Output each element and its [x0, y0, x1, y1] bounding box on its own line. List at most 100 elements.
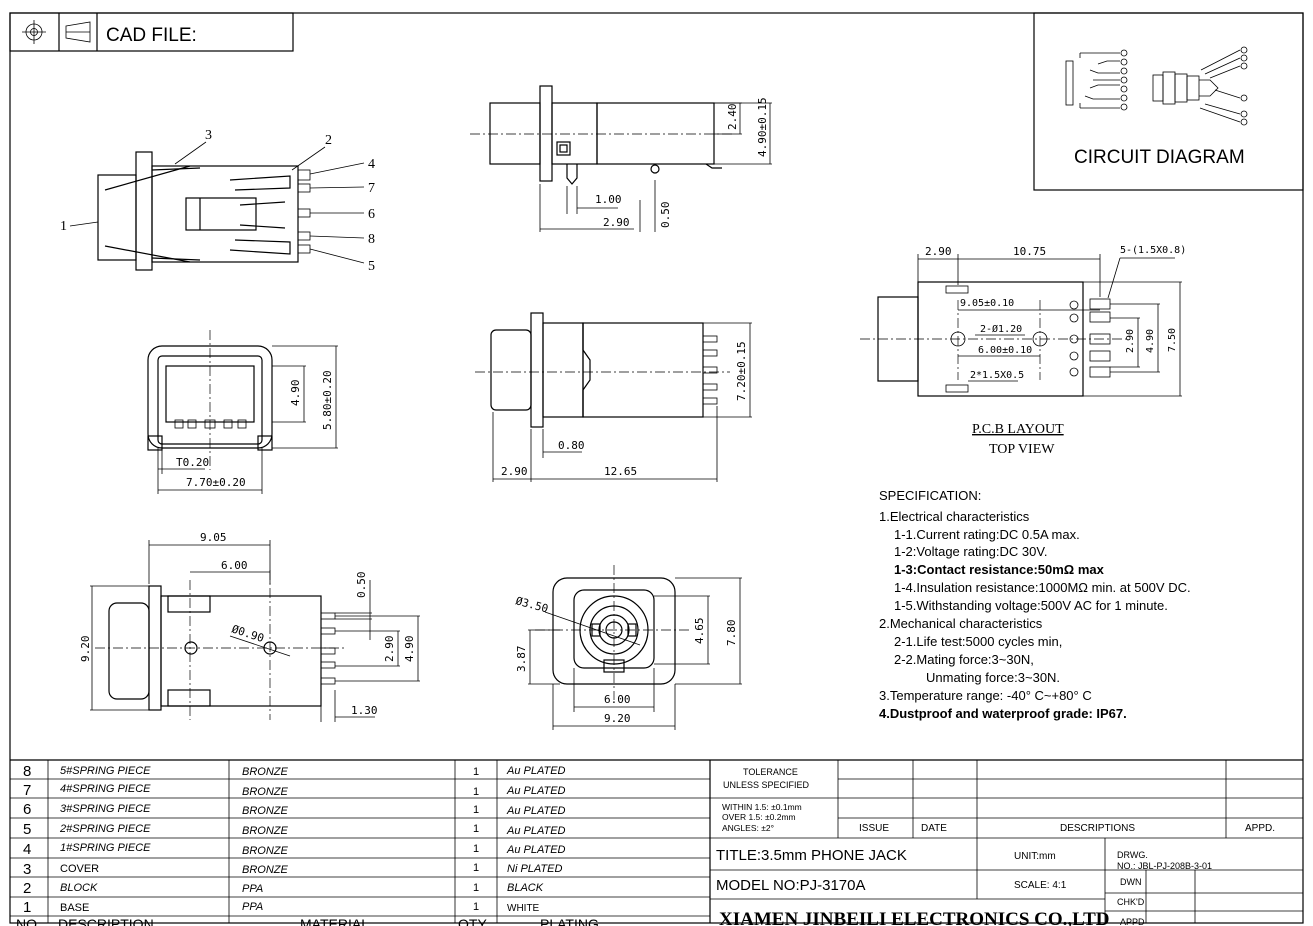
issue-header: ISSUE	[859, 823, 889, 834]
svg-text:1: 1	[473, 901, 479, 913]
assembly-section-view: 1 3 2 4 7 6 8 5	[60, 128, 375, 274]
callout-2: 2	[325, 133, 332, 148]
specification-block: SPECIFICATION: 1.Electrical characterist…	[879, 488, 1191, 721]
dim-face-3-87: 3.87	[515, 646, 528, 673]
svg-text:WHITE: WHITE	[507, 903, 540, 914]
dim-side-4-90: 4.90±0.15	[756, 97, 769, 157]
svg-text:1#SPRING PIECE: 1#SPRING PIECE	[60, 842, 151, 854]
dim-top-2-90: 2.90	[501, 465, 528, 478]
dim-face-6-00: 6.00	[604, 693, 631, 706]
svg-text:Au PLATED: Au PLATED	[506, 785, 566, 797]
dim-pcb-2-90: 2.90	[925, 245, 952, 258]
title-block: TOLERANCE UNLESS SPECIFIED WITHIN 1.5: ±…	[710, 759, 1303, 926]
dim-side-2-40: 2.40	[726, 104, 739, 131]
circuit-diagram-title: CIRCUIT DIAGRAM	[1074, 147, 1245, 168]
dim-face-4-65: 4.65	[693, 618, 706, 645]
pcb-layout-title: P.C.B LAYOUT	[972, 422, 1064, 437]
tolerance-over: OVER 1.5: ±0.2mm	[722, 812, 796, 822]
pcb-layout-view: 2.90 10.75 5-(1.5X0.8) 9.05±0.10 2-Ø1.20…	[860, 245, 1186, 457]
bom-row-3: 3 COVER BRONZE 1 Ni PLATED	[23, 861, 562, 878]
dim-top-12-65: 12.65	[604, 465, 637, 478]
date-header: DATE	[921, 823, 947, 834]
dim-face-d3-50: Ø3.50	[514, 594, 549, 615]
top-view: 7.20±0.15 0.80 2.90 12.65	[475, 312, 752, 482]
svg-text:1: 1	[473, 843, 479, 855]
bom-row-7: 7 4#SPRING PIECE BRONZE 1 Au PLATED	[23, 782, 566, 799]
svg-text:QTY: QTY	[458, 916, 487, 926]
dim-face-7-80: 7.80	[725, 620, 738, 647]
tolerance-angles: ANGLES: ±2°	[722, 823, 774, 833]
dim-pcb-hole: 2-Ø1.20	[980, 323, 1022, 335]
bom-row-6: 6 3#SPRING PIECE BRONZE 1 Au PLATED	[23, 801, 566, 818]
svg-text:8: 8	[23, 763, 31, 780]
svg-text:1: 1	[473, 862, 479, 874]
svg-text:4#SPRING PIECE: 4#SPRING PIECE	[60, 783, 151, 795]
svg-text:BLOCK: BLOCK	[60, 882, 98, 894]
side-view: 2.40 4.90±0.15 1.00 0.50 2.90	[470, 85, 772, 232]
svg-text:2: 2	[23, 880, 31, 897]
svg-text:PPA: PPA	[242, 883, 263, 895]
svg-text:BRONZE: BRONZE	[242, 805, 289, 817]
spec-line-6: 1-5.Withstanding voltage:500V AC for 1 m…	[894, 598, 1168, 613]
tolerance-label: TOLERANCE	[743, 767, 798, 777]
dim-bottom-6-00: 6.00	[221, 559, 248, 572]
appd-label: APPD	[1120, 917, 1145, 926]
dim-pcb-4-90: 4.90	[1145, 329, 1156, 353]
spec-line-11: 3.Temperature range: -40° C~+80° C	[879, 688, 1092, 703]
spec-line-9: 2-2.Mating force:3~30N,	[894, 652, 1034, 667]
svg-text:PLATING: PLATING	[540, 916, 599, 926]
sheet-border	[9, 12, 1304, 924]
header-block: CAD FILE:	[9, 12, 294, 52]
dim-bottom-2-90: 2.90	[383, 636, 396, 663]
spec-line-2: 1-1.Current rating:DC 0.5A max.	[894, 527, 1080, 542]
scale-label: SCALE: 4:1	[1014, 880, 1067, 891]
svg-text:3#SPRING PIECE: 3#SPRING PIECE	[60, 803, 151, 815]
dim-front-7-70: 7.70±0.20	[186, 476, 246, 489]
svg-text:NO: NO	[16, 916, 37, 926]
svg-text:BRONZE: BRONZE	[242, 786, 289, 798]
svg-text:7: 7	[23, 782, 31, 799]
dim-pcb-7-50: 7.50	[1167, 328, 1178, 352]
callout-4: 4	[368, 157, 375, 172]
spec-heading: SPECIFICATION:	[879, 488, 981, 503]
dim-pcb-2-90-v: 2.90	[1125, 329, 1136, 353]
svg-text:Au PLATED: Au PLATED	[506, 765, 566, 777]
svg-text:Ni PLATED: Ni PLATED	[507, 863, 562, 875]
dim-face-9-20: 9.20	[604, 712, 631, 725]
tolerance-sub-label: UNLESS SPECIFIED	[723, 780, 810, 790]
spec-line-8: 2-1.Life test:5000 cycles min,	[894, 634, 1062, 649]
drwg-label: DRWG.	[1117, 850, 1148, 860]
callout-3: 3	[205, 128, 212, 143]
svg-text:BRONZE: BRONZE	[242, 766, 289, 778]
dim-pcb-9-05: 9.05±0.10	[960, 298, 1014, 309]
bom-table: 8 5#SPRING PIECE BRONZE 1 Au PLATED 7 4#…	[10, 759, 711, 926]
bom-row-5: 5 2#SPRING PIECE BRONZE 1 Au PLATED	[23, 821, 566, 838]
svg-text:Au PLATED: Au PLATED	[506, 805, 566, 817]
svg-text:6: 6	[23, 801, 31, 818]
bom-header-row: NO DESCRIPTION MATERIAL QTY PLATING	[16, 916, 599, 926]
spec-line-4: 1-3:Contact resistance:50mΩ max	[894, 562, 1105, 577]
callout-5: 5	[368, 259, 375, 274]
svg-text:3: 3	[23, 861, 31, 878]
descriptions-header: DESCRIPTIONS	[1060, 823, 1135, 834]
dim-side-1-00: 1.00	[595, 193, 622, 206]
callout-1: 1	[60, 219, 67, 234]
svg-text:1: 1	[473, 786, 479, 798]
svg-text:BLACK: BLACK	[507, 882, 544, 894]
spec-line-5: 1-4.Insulation resistance:1000MΩ min. at…	[894, 580, 1191, 595]
projection-symbol-icon	[22, 20, 91, 44]
dim-bottom-9-05: 9.05	[200, 531, 227, 544]
dim-pcb-slot: 2*1.5X0.5	[970, 370, 1024, 381]
callout-8: 8	[368, 232, 375, 247]
svg-text:BRONZE: BRONZE	[242, 825, 289, 837]
svg-text:1: 1	[23, 899, 31, 916]
pcb-layout-subtitle: TOP VIEW	[989, 442, 1055, 457]
dim-side-2-90: 2.90	[603, 216, 630, 229]
spec-line-10: Unmating force:3~30N.	[926, 670, 1060, 685]
spec-line-1: 1.Electrical characteristics	[879, 509, 1030, 524]
drawing-title: TITLE:3.5mm PHONE JACK	[716, 847, 907, 864]
svg-text:1: 1	[473, 804, 479, 816]
dim-front-t0-20: T0.20	[176, 456, 209, 469]
svg-text:1: 1	[473, 882, 479, 894]
